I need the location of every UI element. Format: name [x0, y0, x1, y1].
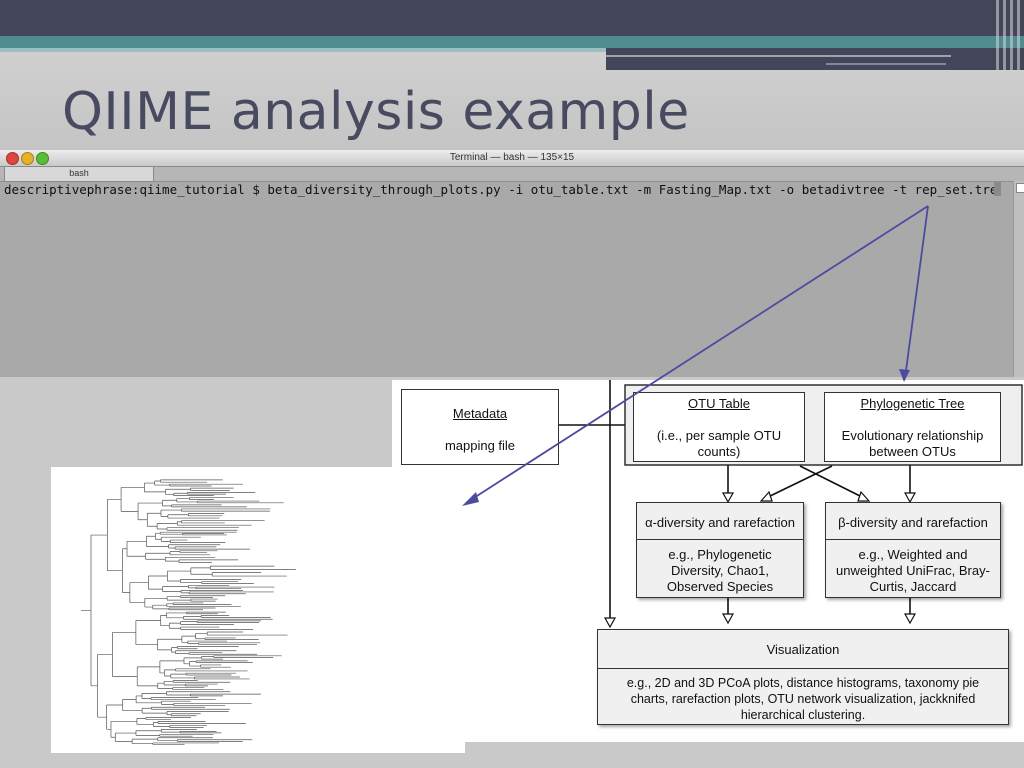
trunk-arrowhead — [603, 617, 617, 629]
phylogenetic-tree-image — [51, 467, 465, 753]
otu-table-box: OTU Table (i.e., per sample OTU counts) — [633, 392, 805, 462]
beta-to-vis-head — [903, 613, 917, 625]
alpha-diversity-desc-line: Diversity, Chao1, — [670, 563, 769, 578]
alpha-diversity-desc-line: e.g., Phylogenetic — [668, 547, 772, 562]
tree-to-alpha-arrow — [765, 465, 833, 499]
otu-to-alpha-head — [721, 492, 735, 504]
otu-table-desc-line: (i.e., per sample OTU — [656, 428, 782, 443]
phylogenetic-tree-box: Phylogenetic Tree Evolutionary relations… — [824, 392, 1001, 462]
otu-to-beta-head — [857, 490, 871, 502]
beta-diversity-desc-line: e.g., Weighted and — [858, 547, 968, 562]
arrow-to-diagram — [904, 205, 929, 379]
beta-diversity-box: β-diversity and rarefaction e.g., Weight… — [825, 502, 1001, 598]
slide-decor-stripe — [1003, 0, 1006, 70]
slide-decor-line — [606, 55, 951, 57]
beta-diversity-desc-line: Curtis, Jaccard — [869, 579, 957, 594]
visualization-desc-line: hierarchical clustering. — [740, 708, 866, 722]
terminal-scrollbar[interactable] — [1013, 181, 1024, 377]
terminal-command-line[interactable]: descriptivephrase:qiime_tutorial $ beta_… — [4, 182, 998, 197]
scrollbar-thumb[interactable] — [1016, 183, 1024, 193]
terminal-window-title: Terminal — bash — 135×15 — [449, 152, 575, 163]
visualization-title: Visualization — [766, 642, 840, 657]
close-window-button[interactable] — [6, 152, 19, 165]
metadata-subtitle: mapping file — [444, 438, 516, 453]
slide-title: QIIME analysis example — [62, 82, 690, 142]
tree-panel-extension — [465, 467, 581, 557]
tree-to-beta-head — [903, 492, 917, 504]
tree-branches — [81, 479, 296, 745]
slide-teal-band-light — [0, 48, 606, 52]
terminal-tab-bash[interactable]: bash — [4, 167, 154, 182]
slide-decor-stripe — [1017, 0, 1020, 70]
visualization-desc-line: charts, rarefaction plots, OTU network v… — [630, 692, 976, 706]
alpha-to-vis-head — [721, 613, 735, 625]
alpha-diversity-box: α-diversity and rarefaction e.g., Phylog… — [636, 502, 804, 598]
beta-diversity-desc-line: unweighted UniFrac, Bray- — [836, 563, 990, 578]
visualization-box: Visualization e.g., 2D and 3D PCoA plots… — [597, 629, 1009, 725]
visualization-desc-line: e.g., 2D and 3D PCoA plots, distance his… — [626, 676, 980, 690]
phylogenetic-tree-title: Phylogenetic Tree — [860, 396, 965, 411]
alpha-diversity-title: α-diversity and rarefaction — [645, 515, 795, 530]
beta-diversity-title: β-diversity and rarefaction — [838, 515, 988, 530]
minimize-window-button[interactable] — [21, 152, 34, 165]
zoom-window-button[interactable] — [36, 152, 49, 165]
otu-to-beta-arrow — [799, 465, 865, 499]
alpha-diversity-desc-line: Observed Species — [666, 579, 774, 594]
otu-table-title: OTU Table — [688, 396, 750, 411]
arrow-to-tree — [465, 205, 929, 504]
metadata-title: Metadata — [452, 406, 508, 421]
slide-decor-stripe — [996, 0, 999, 70]
phylogenetic-tree-desc-line: Evolutionary relationship — [841, 428, 984, 443]
tree-to-alpha-head — [759, 490, 773, 502]
arrow-to-diagram-head — [899, 369, 910, 382]
slide-decor-stripe — [1010, 0, 1013, 70]
qiime-workflow-diagram: Metadata mapping file OTU Table (i.e., p… — [392, 380, 1024, 742]
terminal-cursor — [994, 182, 1001, 196]
phylogenetic-tree-desc-line: between OTUs — [869, 444, 956, 459]
otu-table-desc-line: counts) — [697, 444, 741, 459]
slide-top-band — [0, 0, 1024, 36]
metadata-box: Metadata mapping file — [401, 389, 559, 465]
slide-teal-band — [0, 36, 1024, 48]
arrow-to-tree-head — [462, 492, 479, 506]
terminal-tab-bar: bash — [0, 167, 1024, 182]
terminal-window: Terminal — bash — 135×15 bash descriptiv… — [0, 150, 1024, 377]
tree-drawing — [81, 479, 296, 745]
slide-decor-line — [826, 63, 946, 65]
terminal-titlebar[interactable]: Terminal — bash — 135×15 — [0, 150, 1024, 167]
